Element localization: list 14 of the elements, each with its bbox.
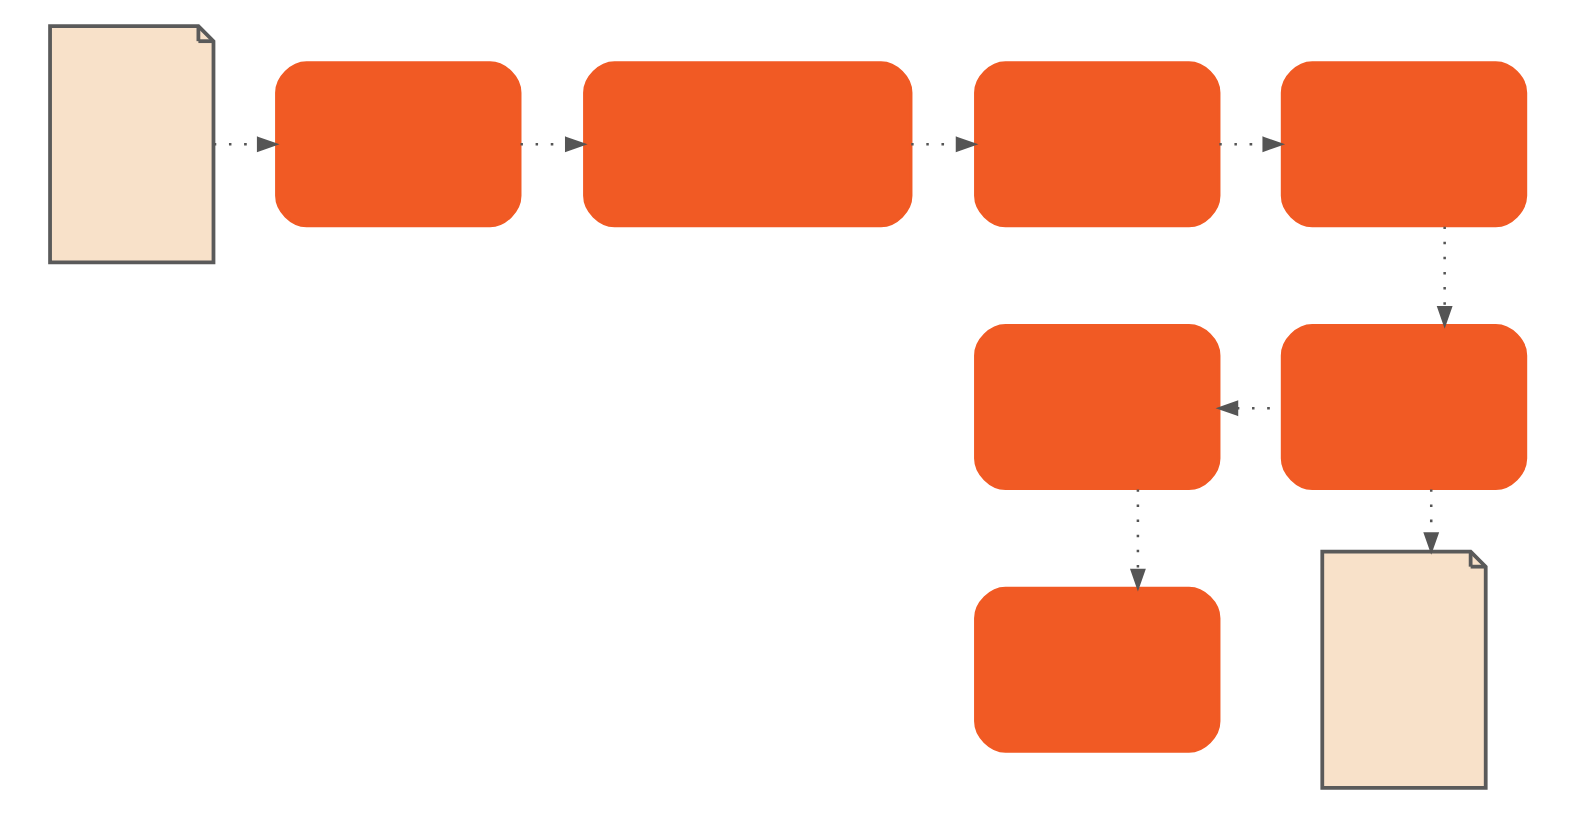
- arrow: [1129, 489, 1145, 592]
- node-box: [1279, 324, 1527, 490]
- arrow: [910, 136, 978, 153]
- node-box: [1279, 61, 1527, 228]
- node-box: [973, 61, 1220, 228]
- arrow: [212, 136, 279, 153]
- arrow: [1218, 136, 1285, 153]
- node-box: [582, 61, 912, 228]
- arrow: [1422, 489, 1439, 555]
- arrow: [1435, 226, 1452, 329]
- node-box: [274, 61, 521, 228]
- node-box: [973, 586, 1220, 753]
- node-box: [973, 324, 1220, 490]
- arrow: [519, 136, 587, 153]
